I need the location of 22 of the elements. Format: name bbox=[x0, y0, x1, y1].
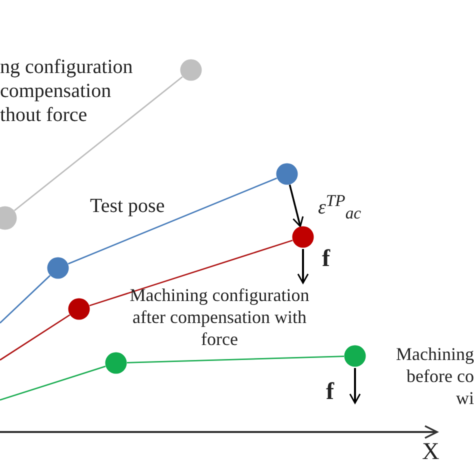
arrow bbox=[288, 184, 304, 228]
joint-circle bbox=[344, 345, 366, 367]
joint-circle bbox=[47, 257, 69, 279]
joint-circle bbox=[276, 163, 298, 185]
annotation-text: ng configuration compensation thout force bbox=[0, 55, 134, 127]
symbol-label: X bbox=[422, 440, 440, 464]
joint-circle bbox=[105, 352, 127, 374]
symbol-label: f bbox=[326, 380, 334, 404]
joint-circle bbox=[68, 298, 90, 320]
annotation-text: Test pose bbox=[90, 194, 165, 218]
link-line bbox=[68, 178, 278, 264]
symbol-label: f bbox=[322, 247, 330, 271]
joint-circle bbox=[292, 226, 314, 248]
link-line bbox=[126, 356, 344, 364]
link-line bbox=[0, 314, 70, 361]
link-line bbox=[89, 240, 293, 306]
annotation-text: Machining configuration after compensation with force bbox=[128, 284, 310, 350]
annotation-text: Machining before co wi bbox=[395, 343, 474, 409]
joint-circle bbox=[180, 59, 202, 81]
link-line bbox=[0, 275, 50, 324]
link-line bbox=[14, 76, 183, 212]
link-line bbox=[0, 366, 106, 401]
